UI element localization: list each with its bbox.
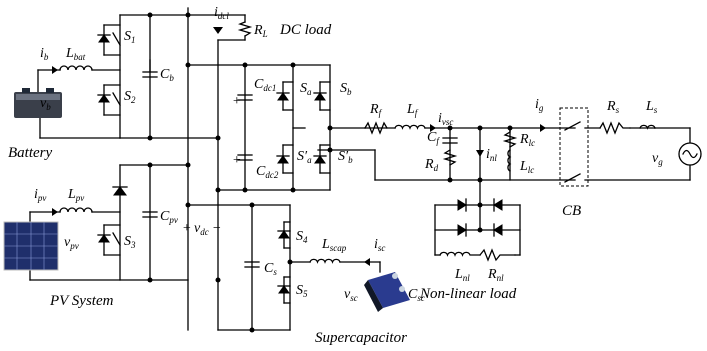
label-S2: S2: [124, 89, 136, 105]
label-C_sc: Csc: [408, 287, 425, 303]
label-S5: S5: [296, 283, 308, 299]
label-S1: S1: [124, 29, 136, 45]
label-nonlinear-load: Non-linear load: [419, 286, 517, 302]
label-dc-load: DC load: [279, 22, 332, 38]
label-supercapacitor: Supercapacitor: [315, 330, 407, 346]
label-plus-dc1: +: [232, 94, 241, 109]
label-i_nl: inl: [486, 147, 497, 163]
capacitor-C_s: [244, 261, 260, 268]
label-S4: S4: [296, 229, 308, 245]
label-C_s: Cs: [264, 261, 277, 277]
label-battery: Battery: [8, 145, 52, 161]
inductor-L_pv: [59, 207, 93, 213]
label-R_d: Rd: [424, 157, 439, 173]
junction-dots: [147, 12, 513, 333]
label-i_dcl: idcl: [214, 5, 229, 21]
label-pv-system: PV System: [49, 293, 114, 309]
label-S_pa: S′a: [297, 149, 312, 165]
label-S_a: Sa: [300, 81, 312, 97]
pv-panel-icon: [3, 221, 59, 271]
inductor-L_s: [639, 124, 656, 130]
capacitor-C_dc1: [237, 94, 253, 101]
label-S_b: Sb: [340, 81, 352, 97]
switch-S5: [277, 276, 291, 304]
resistor-R_nl: [479, 248, 516, 262]
component-labels: ib Lbat vb S1 S2 Cb Battery idcl RL DC l…: [8, 5, 663, 346]
switch-S2: [97, 84, 121, 116]
label-i_pv: ipv: [34, 187, 46, 203]
label-R_L: RL: [253, 23, 268, 39]
label-v_dc: vdc: [194, 221, 209, 237]
supercapacitor-icon: [364, 272, 410, 312]
ac-source-icon: [678, 142, 702, 166]
resistor-R_lc: [502, 127, 518, 148]
label-L_nl: Lnl: [454, 267, 470, 283]
label-i_sc: isc: [374, 237, 385, 253]
battery-icon: [14, 88, 62, 118]
current-arrows: [52, 27, 546, 266]
inductor-L_lc: [507, 149, 512, 172]
label-i_b: ib: [40, 46, 49, 62]
label-i_vsc: ivsc: [438, 111, 453, 127]
diode-pv: [112, 186, 128, 196]
switch-S4: [277, 221, 291, 249]
label-C_dc2: Cdc2: [256, 164, 279, 180]
label-L_lc: Llc: [519, 159, 534, 175]
label-S3: S3: [124, 234, 136, 250]
label-v_pv: vpv: [64, 235, 79, 251]
label-plus-vdc: +: [182, 221, 191, 236]
label-i_g: ig: [535, 97, 544, 113]
label-plus-dc2: +: [232, 153, 241, 168]
capacitor-C_f: [442, 137, 458, 144]
switch-Spa: [276, 144, 294, 174]
label-L_bat: Lbat: [65, 46, 86, 62]
label-L_scap: Lscap: [321, 237, 347, 253]
label-R_lc: Rlc: [519, 132, 535, 148]
switch-S3: [97, 224, 121, 256]
inductor-L_f: [394, 124, 426, 130]
capacitor-C_dc2: [237, 154, 253, 161]
label-minus-vdc: −: [212, 221, 221, 236]
label-R_nl: Rnl: [487, 267, 504, 283]
vsc-inverter: [292, 64, 576, 191]
circuit-breaker: [559, 107, 589, 187]
resistor-R_s: [599, 121, 631, 135]
resistor-R_f: [364, 121, 388, 135]
label-v_b: vb: [40, 96, 51, 112]
inductor-L_nl: [439, 251, 481, 257]
inductor-L_bat: [59, 65, 93, 71]
label-L_s: Ls: [645, 99, 658, 115]
inductor-L_scap: [309, 258, 341, 264]
resistor-R_d: [442, 149, 458, 166]
label-S_pb: S′b: [338, 149, 353, 165]
capacitor-C_pv: [142, 211, 158, 218]
resistor-R_L: [237, 21, 253, 37]
label-R_f: Rf: [369, 102, 383, 118]
switch-Sa: [276, 81, 294, 111]
label-v_sc: vsc: [344, 287, 358, 303]
label-CB: CB: [562, 203, 581, 219]
label-R_s: Rs: [606, 99, 620, 115]
switch-Sb: [313, 81, 331, 111]
label-C_f: Cf: [427, 130, 440, 146]
diode-bridge: [434, 179, 521, 256]
label-C_dc1: Cdc1: [254, 77, 276, 93]
switch-S1: [97, 24, 121, 56]
capacitor-C_b: [142, 59, 158, 78]
label-L_f: Lf: [406, 102, 419, 118]
switch-Spb: [313, 144, 331, 174]
label-L_pv: Lpv: [67, 187, 84, 203]
label-C_b: Cb: [160, 67, 174, 83]
label-C_pv: Cpv: [160, 209, 178, 225]
label-v_g: vg: [652, 151, 663, 167]
